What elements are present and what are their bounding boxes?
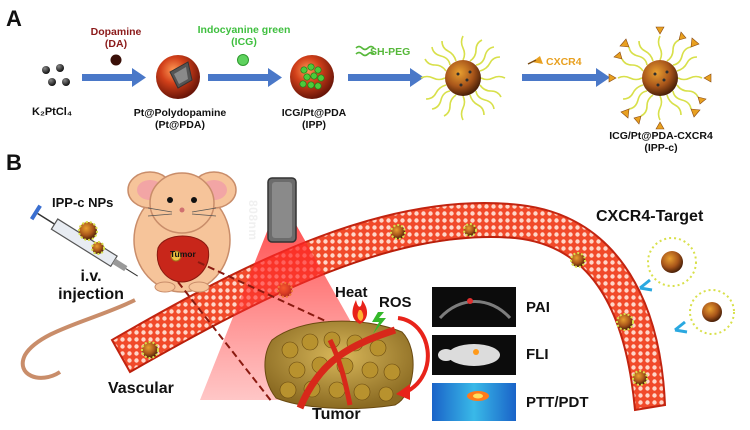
syringe-nps [78, 221, 105, 255]
tumor-label: Tumor [312, 406, 361, 423]
ptt-pdt-image [432, 383, 516, 421]
zoom-lines [177, 261, 346, 403]
k2ptcl4-precursor-dots [42, 64, 70, 86]
panel-a-label: A [6, 6, 22, 31]
fli-image [432, 335, 516, 375]
vascular-label: Vascular [108, 380, 174, 397]
sh-peg-label: SH-PEG [370, 46, 411, 58]
pt-pda-nanoparticle [156, 55, 200, 99]
cxcr4-receptors [639, 278, 688, 334]
panel-b-label: B [6, 150, 22, 175]
mouse-tumor-label: Tumor [170, 249, 196, 259]
k2ptcl4-label: K₂PtCl₄ [32, 106, 73, 118]
cxcr4-label: CXCR4 [546, 56, 582, 68]
pai-label: PAI [526, 299, 550, 316]
cxcr4-target-label: CXCR4-Target [596, 208, 704, 225]
synthesis-arrow-3 [348, 68, 424, 87]
ros-label: ROS [379, 294, 412, 311]
blood-vessel [110, 201, 667, 412]
fli-label: FLI [526, 346, 549, 363]
cxcr4-antibody-icon [527, 56, 543, 65]
flame-icon [352, 300, 368, 324]
tumor-tissue [264, 320, 414, 410]
synthesis-arrow-2 [208, 68, 282, 87]
peg-chain-icon [355, 45, 375, 57]
lightning-icon [372, 312, 386, 334]
cycle-arrowhead [396, 384, 410, 400]
ptt-pdt-label: PTT/PDT [526, 394, 589, 411]
synthesis-arrow-1 [82, 68, 146, 87]
pt-pda-label: Pt@Polydopamine(Pt@PDA) [133, 107, 227, 132]
mouse-illustration [20, 171, 237, 380]
dopamine-icon [110, 54, 122, 66]
icg-label: Indocyanine green(ICG) [197, 24, 291, 49]
ipp-nanoparticle [290, 55, 334, 99]
free-ipp-c-nps [647, 237, 735, 335]
laser-device [267, 177, 297, 243]
pegylated-nanoparticle [420, 35, 506, 121]
ipp-c-label: ICG/Pt@PDA-CXCR4(IPP-c) [609, 130, 713, 155]
dopamine-label: Dopamine(DA) [90, 26, 142, 51]
icg-icon [237, 54, 249, 66]
ipp-label: ICG/Pt@PDA(IPP) [281, 107, 347, 132]
ipp-c-nanoparticle [608, 26, 712, 130]
pai-image [432, 287, 516, 327]
cycle-arrow [397, 316, 430, 394]
ipp-c-nps-label: IPP-c NPs [52, 195, 114, 210]
heat-label: Heat [335, 284, 368, 301]
iv-injection-label: i.v.injection [58, 268, 124, 304]
synthesis-arrow-4 [522, 68, 610, 87]
laser-wavelength-label: 808nm [246, 200, 260, 241]
